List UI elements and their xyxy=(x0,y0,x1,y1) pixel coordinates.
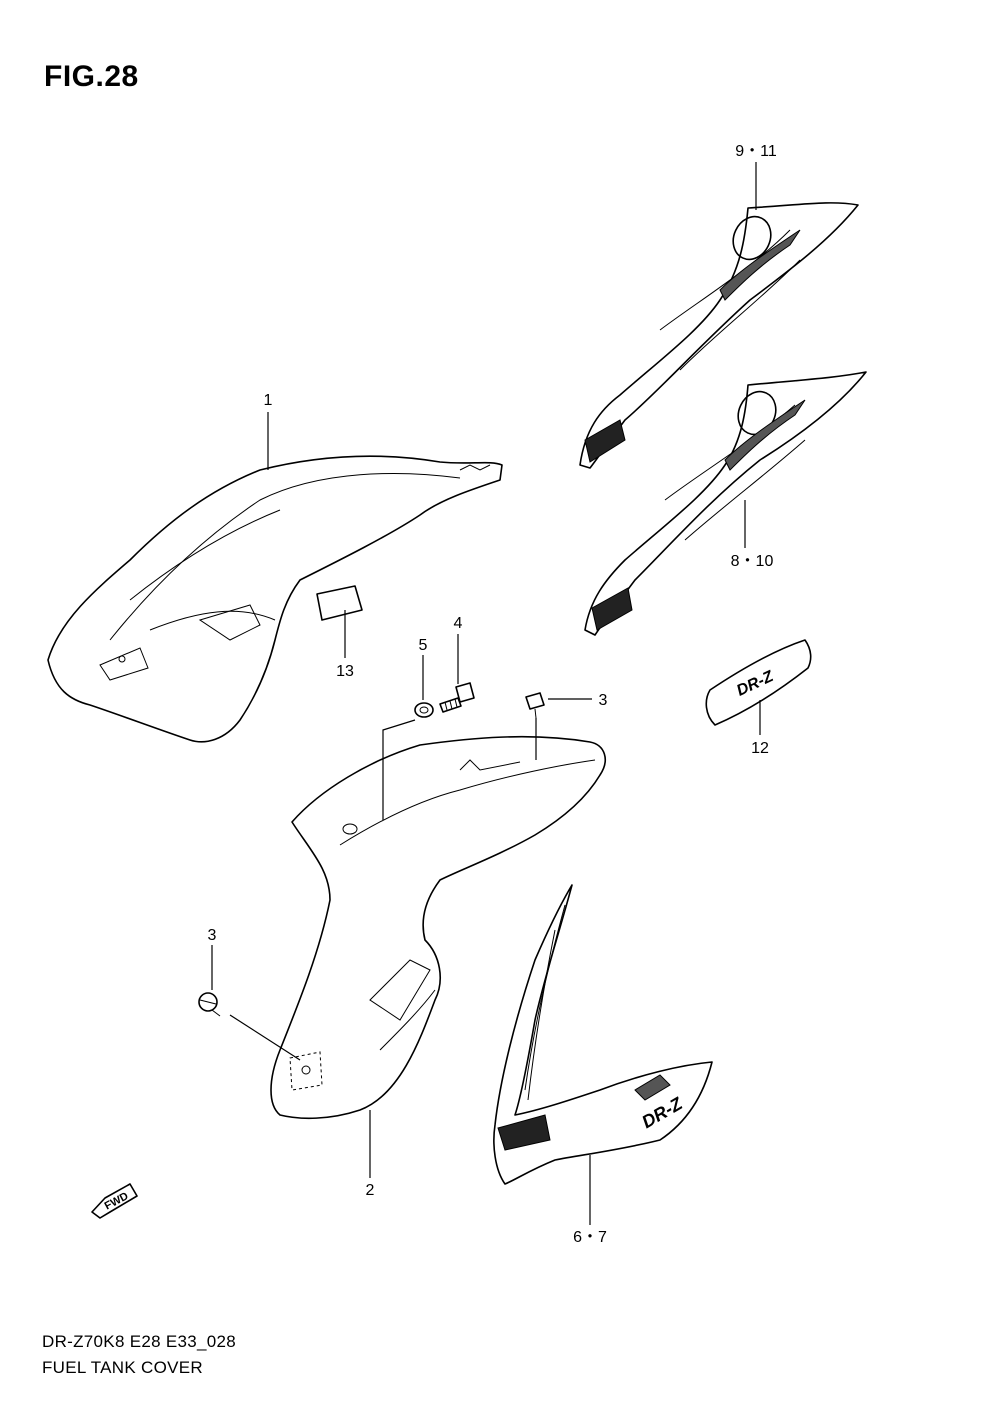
part-3-screw-upper xyxy=(525,692,545,719)
part-13-pad xyxy=(316,585,363,621)
callout-1: 1 xyxy=(264,392,273,409)
callout-2: 2 xyxy=(366,1182,375,1199)
part-3-screw-lower xyxy=(198,992,221,1017)
model-code: DR-Z70K8 E28 E33_028 xyxy=(42,1332,237,1351)
fwd-label: FWD xyxy=(103,1190,131,1212)
part-6-7-decal: DR-Z xyxy=(493,884,713,1185)
figure-title: FIG.28 xyxy=(44,60,139,93)
part-9-11-decal xyxy=(579,202,859,469)
part-1-tank-cover xyxy=(47,455,503,743)
callout-12: 12 xyxy=(751,740,769,757)
part-12-emblem: DR-Z xyxy=(705,639,812,726)
callout-3-upper: 3 xyxy=(599,692,608,709)
leader-3-lower-diag xyxy=(229,1014,301,1061)
part-2-tank-cover xyxy=(270,735,606,1120)
section-name: FUEL TANK COVER xyxy=(42,1358,203,1377)
callout-6-7: 6・7 xyxy=(573,1229,607,1246)
leader-5-down xyxy=(382,719,416,820)
part-8-10-decal xyxy=(584,371,867,636)
callout-3-lower: 3 xyxy=(208,927,217,944)
callout-9-11: 9・11 xyxy=(735,143,777,160)
callout-5: 5 xyxy=(419,637,428,654)
callout-13: 13 xyxy=(336,663,354,680)
fwd-arrow-icon: FWD xyxy=(91,1183,138,1219)
part-5-collar xyxy=(414,702,434,718)
callout-4: 4 xyxy=(454,615,463,632)
part-4-bolt xyxy=(439,682,475,713)
callout-8-10: 8・10 xyxy=(731,553,774,570)
